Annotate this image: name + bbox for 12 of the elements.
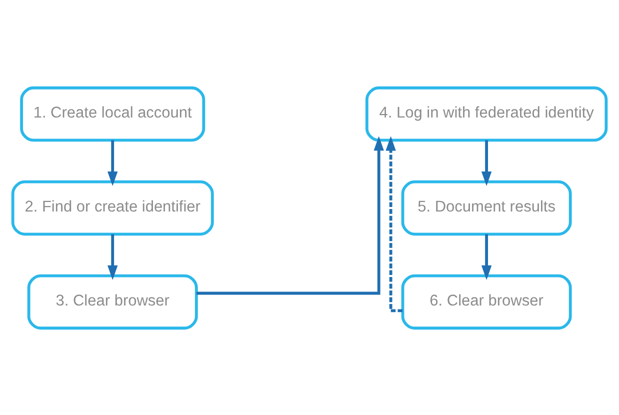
node-box: 5. Document results [401, 180, 572, 236]
arrow [108, 234, 118, 280]
arrow [481, 140, 492, 186]
arrow [108, 140, 118, 186]
node-box: 4. Log in with federated identity [365, 86, 608, 142]
node-box: 3. Clear browser [27, 274, 198, 330]
arrow [196, 136, 384, 294]
node-box: 2. Find or create identifier [11, 180, 214, 236]
node-box: 1. Create local account [20, 86, 206, 142]
node-box: 6. Clear browser [401, 274, 572, 330]
arrow [481, 234, 492, 280]
arrow [386, 136, 403, 312]
